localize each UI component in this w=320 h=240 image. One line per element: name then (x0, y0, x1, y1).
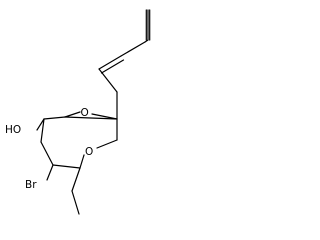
bond-ring-left-upper (40, 118, 45, 143)
bond-alkene-b (100, 59, 125, 74)
bond-hydroxyl (36, 118, 45, 131)
bond-alkene-single-upper (120, 41, 146, 57)
oxygen-bridge-label: O (81, 107, 89, 119)
bond-bridge-o-right (91, 113, 118, 120)
oxygen-ring-label: O (85, 146, 93, 158)
bond-propargylic (144, 39, 149, 43)
hydroxyl-label: HO (5, 124, 21, 136)
bond-bromine (46, 164, 54, 181)
bond-o-to-c (79, 154, 85, 169)
bond-bridge-o-left (64, 111, 81, 118)
bond-ring-left-lower (40, 141, 54, 166)
bond-ethyl-1 (71, 167, 81, 192)
bond-ring-to-o (96, 139, 118, 149)
bond-allylic (98, 68, 118, 93)
bond-bridge-c-c (64, 116, 118, 120)
molecule-structure: O O HO Br (5, 9, 151, 215)
bond-ethyl-2 (71, 190, 80, 215)
bond-alkene-a (98, 55, 122, 70)
bromine-label: Br (25, 179, 37, 191)
bond-ring-bottom (52, 164, 81, 169)
bond-ring-top-left (43, 116, 66, 120)
